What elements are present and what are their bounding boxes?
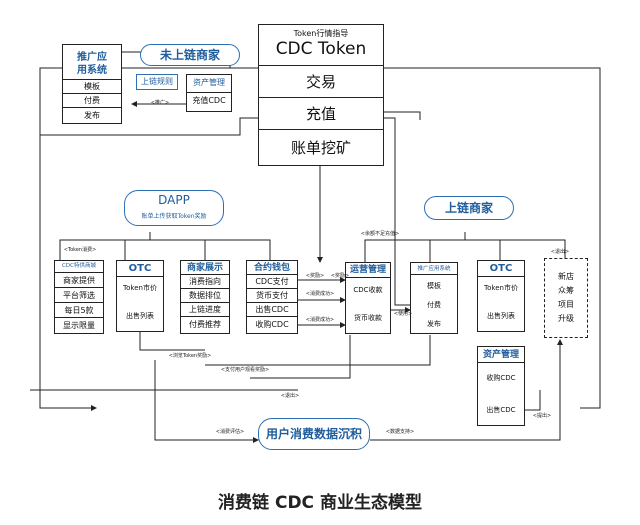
otc2-item-list: 出售列表 xyxy=(487,312,515,320)
asset2-item-buy: 收购CDC xyxy=(486,374,516,382)
listing-rule-box: 上链规则 xyxy=(136,74,178,90)
display-item-4: 付费推荐 xyxy=(189,320,221,329)
ops-title: 运营管理 xyxy=(346,263,390,278)
label-pay-success-2: <消费成功> xyxy=(305,317,335,323)
ops-item-currency: 货币收款 xyxy=(354,314,382,322)
label-pay-success-1: <消费成功> xyxy=(305,291,335,297)
merchant-display-title: 商家展示 xyxy=(181,261,229,275)
otc2-title: OTC xyxy=(478,261,524,277)
display-item-2: 数据排位 xyxy=(181,289,229,303)
display-item-1: 消费指向 xyxy=(181,275,229,289)
otc-column-1: OTC Token市价 出售列表 xyxy=(116,260,164,332)
wallet-item-4: 收购CDC xyxy=(255,320,289,329)
label-reward: <奖励> xyxy=(330,273,350,279)
label-use: <使用> xyxy=(393,311,413,317)
consumption-data-title: 用户消费数据沉积 xyxy=(265,427,362,441)
listed-merchant-title: 上链商家 xyxy=(444,201,493,215)
asset-mgmt-title: 资产管理 xyxy=(187,75,231,93)
new-store-line-4: 升级 xyxy=(558,314,574,323)
label-exit-2: <退出> xyxy=(280,393,300,399)
listed-merchant-badge: 上链商家 xyxy=(424,196,514,220)
dapp-badge: DAPP 账单上传获取Token奖励 xyxy=(124,190,224,226)
mall-item-3: 每日5款 xyxy=(55,303,103,318)
exit-label: <退出> xyxy=(550,249,570,255)
footer-title: 消费链 CDC 商业生态模型 xyxy=(218,493,422,513)
label-browse: <浏览Token奖励> xyxy=(168,353,212,359)
label-eval: <消费评估> xyxy=(215,429,245,435)
wallet-item-2: 货币支付 xyxy=(247,289,297,303)
dapp-subtitle: 账单上传获取Token奖励 xyxy=(141,213,207,220)
promo-arrow-label: <推广> xyxy=(150,100,170,106)
unlisted-merchant-title: 未上链商家 xyxy=(159,48,220,62)
mall-item-2: 平台筛选 xyxy=(55,288,103,303)
otc2-item-price: Token市价 xyxy=(484,284,518,292)
cdc-token-title: CDC Token xyxy=(275,39,367,59)
new-store-line-1: 新店 xyxy=(558,272,574,281)
promo-item-publish: 发布 xyxy=(63,107,121,123)
token-consume-label: <Token消费> xyxy=(63,247,97,253)
label-data-support: <数据支持> xyxy=(385,429,415,435)
promo2-item-3: 发布 xyxy=(427,320,441,328)
label-pay-behavior: <支付用户观看奖励> xyxy=(220,367,270,373)
new-store-line-3: 项目 xyxy=(558,300,574,309)
display-item-3: 上链进度 xyxy=(181,303,229,317)
new-store-box: 新店 众筹 项目 升级 xyxy=(544,258,588,338)
cdc-row-trade: 交易 xyxy=(259,65,383,97)
token-guide-text: Token行情指导 xyxy=(293,29,349,38)
mall-item-1: 商家提供 xyxy=(55,273,103,288)
consumption-data-box: 用户消费数据沉积 xyxy=(258,418,370,450)
contract-wallet-column: 合约钱包 CDC支付 货币支付 出售CDC 收购CDC xyxy=(246,260,298,334)
otc-column-2: OTC Token市价 出售列表 xyxy=(477,260,525,332)
asset-mgmt-column-2: 资产管理 收购CDC 出售CDC xyxy=(477,346,525,426)
cdc-mall-column: CDC特供商城 商家提供 平台筛选 每日5款 显示限量 xyxy=(54,260,104,334)
cdc-token-panel: Token行情指导 CDC Token 交易 充值 账单挖矿 xyxy=(258,24,384,166)
merchant-display-column: 商家展示 消费指向 数据排位 上链进度 付费推荐 xyxy=(180,260,230,334)
recharge-cdc-text: 充值CDC xyxy=(192,96,226,105)
promo-item-template: 模板 xyxy=(63,79,121,93)
promo-system-column-2: 推广应用系统 模板 付费 发布 xyxy=(410,262,458,334)
asset2-item-sell: 出售CDC xyxy=(486,406,516,414)
ops-mgmt-column: 运营管理 CDC收款 货币收款 xyxy=(345,262,391,334)
new-store-line-2: 众筹 xyxy=(558,286,574,295)
dapp-title: DAPP xyxy=(158,193,190,207)
promo-item-pay: 付费 xyxy=(63,93,121,107)
listing-rule-text: 上链规则 xyxy=(141,77,173,86)
otc1-item-list: 出售列表 xyxy=(126,312,154,320)
label-withdraw: <提出> xyxy=(532,413,552,419)
mall-item-4: 显示限量 xyxy=(63,321,95,330)
wallet-item-3: 出售CDC xyxy=(247,303,297,317)
promo-system-title-1: 推广应 xyxy=(77,52,107,63)
otc1-title: OTC xyxy=(117,261,163,277)
cdc-row-recharge: 充值 xyxy=(259,97,383,129)
otc1-item-price: Token市价 xyxy=(123,284,157,292)
asset-mgmt-box: 资产管理 充值CDC xyxy=(186,74,232,112)
wallet-item-1: CDC支付 xyxy=(247,275,297,289)
wallet-title: 合约钱包 xyxy=(247,261,297,275)
cdc-mall-title: CDC特供商城 xyxy=(55,261,103,273)
cdc-row-mining: 账单挖矿 xyxy=(259,129,383,165)
promo2-item-1: 模板 xyxy=(427,282,441,290)
insufficient-balance-label: <余额不足充值> xyxy=(360,231,400,237)
label-pay: <奖励> xyxy=(305,273,325,279)
promo-system-box: 推广应 用系统 模板 付费 发布 xyxy=(62,44,122,124)
asset2-title: 资产管理 xyxy=(478,347,524,363)
ops-item-cdc: CDC收款 xyxy=(353,286,383,294)
unlisted-merchant-badge: 未上链商家 xyxy=(140,44,240,66)
promo2-item-2: 付费 xyxy=(427,301,441,309)
promo2-title: 推广应用系统 xyxy=(411,263,457,275)
promo-system-title-2: 用系统 xyxy=(77,65,107,76)
